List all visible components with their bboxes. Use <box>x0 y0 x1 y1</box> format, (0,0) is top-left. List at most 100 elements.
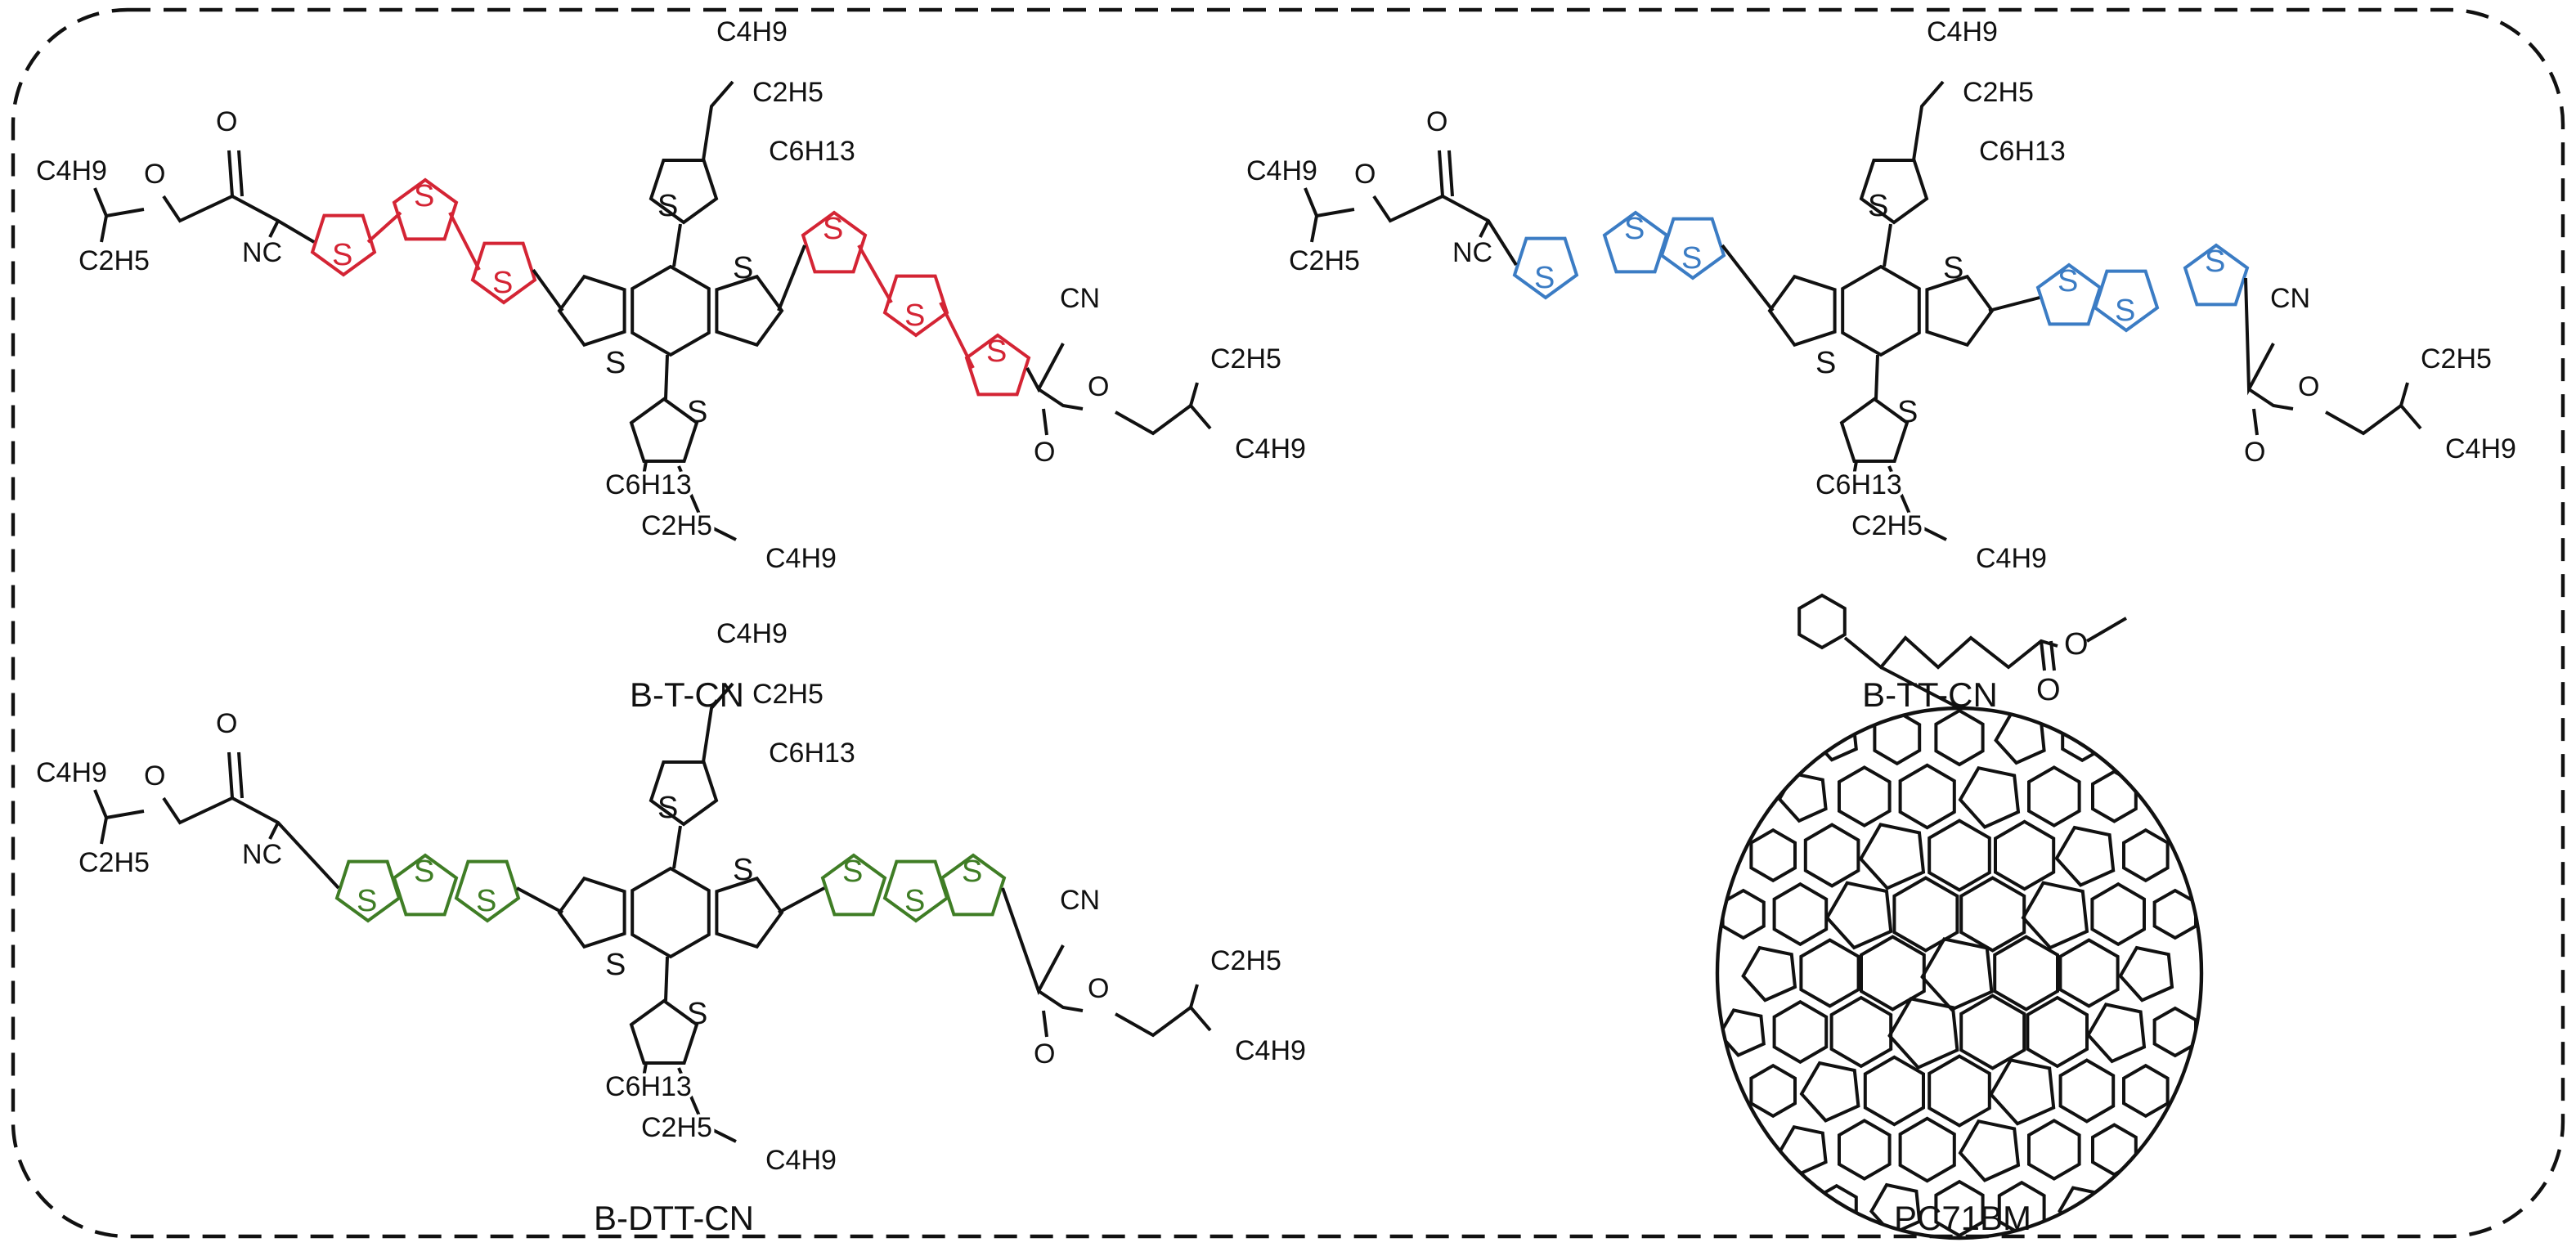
arm-thiophene-ring <box>820 853 887 917</box>
bond <box>2247 388 2294 410</box>
bond <box>532 268 564 312</box>
bond <box>227 751 234 799</box>
arm-thiophene-ring <box>454 859 521 923</box>
substituent-label: C2H5 <box>641 1112 712 1143</box>
bond <box>100 817 108 845</box>
arm-thiophene-ring <box>1512 236 1579 300</box>
pentagon-face <box>1989 1058 2056 1126</box>
sulfur-atom: S <box>823 212 843 246</box>
molecule-b-t-cn: SSSSSSSSSSC4H9C2H5OONCC4H9C2H5C6H13C6H13… <box>33 13 1309 577</box>
molecule-name-pc71bm: PC71BM <box>1894 1199 2031 1237</box>
hexagon-face <box>1863 1055 1925 1127</box>
arm-thiophene-ring <box>801 210 868 274</box>
substituent-label: C4H9 <box>36 155 107 186</box>
substituent-label: C2H5 <box>641 510 712 541</box>
arm-thiophene-ring <box>964 333 1031 397</box>
substituent-label: C4H9 <box>1246 155 1317 186</box>
hexagon-face <box>2058 1058 2116 1124</box>
sulfur-atom: S <box>733 853 753 887</box>
substituent-label: C4H9 <box>716 618 788 649</box>
substituent-label: C4H9 <box>1235 1035 1306 1066</box>
bond <box>448 212 481 271</box>
bond <box>1912 80 1945 161</box>
substituent-label: NC <box>242 237 282 268</box>
hexagon-face <box>2122 828 2170 883</box>
pentagon-face <box>1741 945 1797 1003</box>
sulfur-atom: S <box>657 791 678 825</box>
sulfur-atom: S <box>1681 241 1702 276</box>
sulfur-atom: S <box>986 334 1007 369</box>
arm-thiophene-ring <box>2035 262 2103 326</box>
hexagon-face <box>1993 935 2059 1012</box>
hexagon-face <box>1934 1179 1985 1238</box>
pentagon-face <box>1777 771 1828 823</box>
fullerene-cage <box>1715 706 2204 1240</box>
hexagon-face <box>1873 709 1922 766</box>
oxygen-atom: O <box>2036 673 2061 707</box>
bond <box>366 211 402 244</box>
bond <box>237 751 244 799</box>
bond <box>268 220 280 238</box>
pentagon-face <box>2021 881 2089 950</box>
bond <box>640 460 648 491</box>
bond <box>1189 382 1199 406</box>
substituent-label: O <box>1354 159 1376 190</box>
arm-thiophene-ring <box>2093 269 2160 333</box>
bond <box>2049 640 2056 671</box>
molecule-name-b-dtt-cn: B-DTT-CN <box>594 1199 754 1237</box>
substituent-label: CN <box>2270 283 2310 314</box>
substituent-label: C6H13 <box>769 136 855 167</box>
bond <box>2244 277 2275 396</box>
substituent-label: C2H5 <box>752 679 824 710</box>
sulfur-atom: S <box>492 266 513 300</box>
bond <box>777 244 806 312</box>
substituent-label: C2H5 <box>752 77 824 108</box>
substituent-label: O <box>1088 973 1109 1004</box>
hexagon-face <box>1928 819 1991 892</box>
substituent-label: C6H13 <box>1815 469 1902 500</box>
arm-thiophene-ring <box>2183 243 2250 307</box>
substituent-label: O <box>2298 371 2319 402</box>
sulfur-atom: S <box>1534 261 1555 295</box>
substituent-label: C2H5 <box>2421 343 2492 375</box>
oxygen-atom: O <box>2064 627 2089 662</box>
bond <box>664 956 669 1002</box>
thiophene-ring <box>1925 274 1995 348</box>
pentagon-face <box>1958 1119 2021 1182</box>
hexagon-face <box>1994 819 2056 891</box>
bond <box>1310 215 1318 243</box>
bond <box>2252 408 2259 436</box>
bond <box>227 150 234 197</box>
pentagon-face <box>1887 997 1959 1070</box>
substituent-label: C2H5 <box>1210 343 1281 375</box>
bond <box>1883 223 1892 267</box>
substituent-label: O <box>1088 371 1109 402</box>
sulfur-atom: S <box>733 251 753 285</box>
thiophene-ring <box>1767 274 1837 348</box>
substituent-label: C4H9 <box>1976 543 2047 574</box>
substituent-label: C2H5 <box>1210 945 1281 976</box>
sulfur-atom: S <box>962 855 982 889</box>
substituent-label: C2H5 <box>1289 245 1360 276</box>
thiophene-ring <box>1839 397 1910 463</box>
sulfur-atom: S <box>1897 395 1918 429</box>
substituent-label: C6H13 <box>605 469 692 500</box>
thiophene-ring <box>1859 159 1929 225</box>
hexagon-face <box>1803 823 1860 888</box>
substituent-label: C4H9 <box>36 757 107 788</box>
hexagon-face <box>1838 765 1892 828</box>
hexagon-face <box>2026 995 2089 1069</box>
benzene-ring <box>631 264 711 357</box>
thiophene-ring <box>557 876 626 949</box>
bond <box>672 223 682 267</box>
substituent-label: NC <box>242 839 282 870</box>
bond <box>672 825 682 869</box>
hexagon-face <box>1959 994 2026 1070</box>
bond <box>677 465 737 541</box>
sulfur-atom: S <box>332 238 352 272</box>
bond <box>237 150 244 197</box>
sulfur-atom: S <box>842 855 863 889</box>
substituent-label: CN <box>1060 885 1100 916</box>
substituent-label: O <box>1034 437 1055 468</box>
substituent-label: C6H13 <box>769 738 855 769</box>
